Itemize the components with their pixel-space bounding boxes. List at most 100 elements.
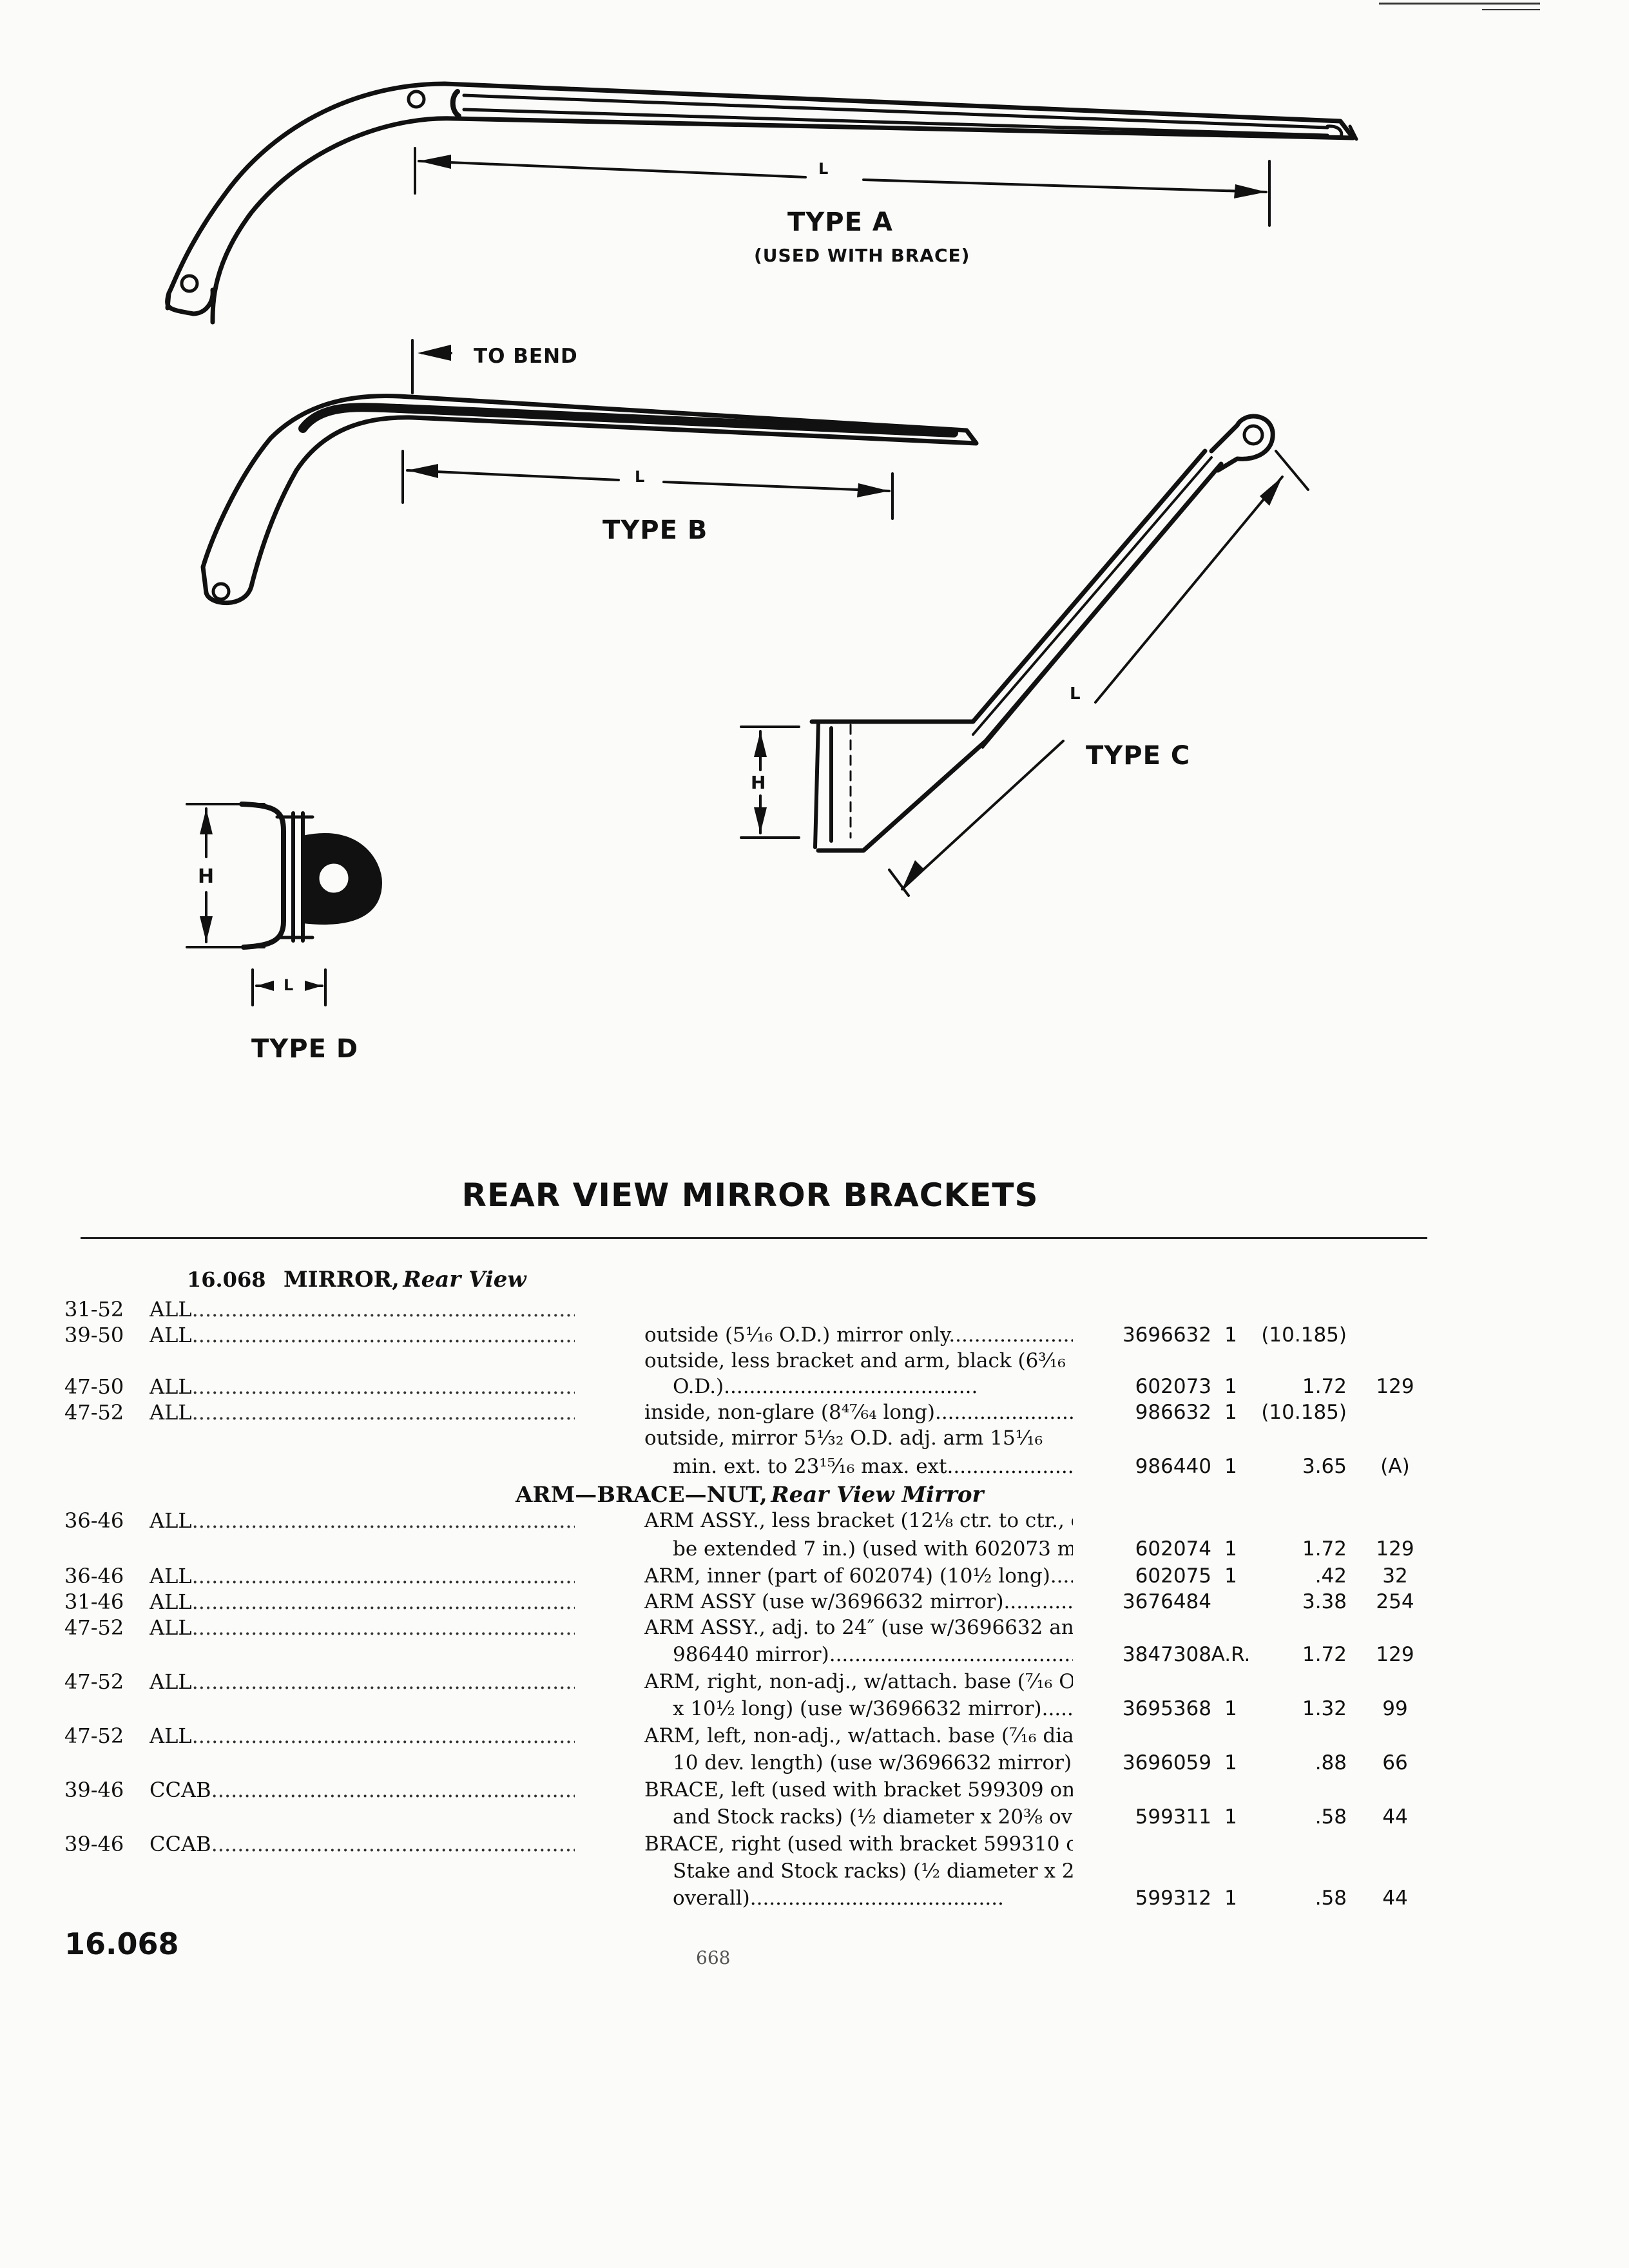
- leader-dots: ........................................…: [191, 1564, 575, 1588]
- row-price: 1.72: [1302, 1643, 1347, 1666]
- row-model: ALL.....................................…: [149, 1723, 575, 1749]
- leader-dots: ........................................…: [191, 1590, 575, 1614]
- row-description-text: BRACE, right (used with bracket 599310 o…: [644, 1832, 1073, 1856]
- row-reference: 32: [1382, 1564, 1408, 1588]
- row-model: ALL.....................................…: [149, 1563, 575, 1589]
- row-year: 47-50: [64, 1374, 124, 1399]
- group-subtitle: Rear View: [403, 1267, 526, 1293]
- row-price: (10.185): [1261, 1401, 1347, 1424]
- type-c-label: TYPE C: [1086, 741, 1191, 771]
- row-part-number: 3696632: [1122, 1323, 1211, 1347]
- row-description-text: 10 dev. length) (use w/3696632 mirror): [673, 1751, 1072, 1774]
- row-model: ALL.....................................…: [149, 1296, 575, 1322]
- row-reference: 99: [1382, 1697, 1408, 1720]
- group-heading-mirror: 16.068 MIRROR, Rear View: [187, 1267, 526, 1293]
- row-description-text: inside, non-glare (8⁴⁷⁄₆₄ long): [644, 1401, 935, 1424]
- leader-dots: ........................................…: [191, 1400, 575, 1425]
- corner-rule: [1379, 3, 1540, 5]
- row-description: ARM ASSY., adj. to 24″ (use w/3696632 an…: [644, 1615, 1073, 1640]
- type-c-bracket: [740, 414, 1309, 897]
- row-year: 39-46: [64, 1832, 124, 1856]
- row-description: ARM ASSY (use w/3696632 mirror).........…: [644, 1589, 1073, 1615]
- row-model-text: ALL: [149, 1400, 192, 1425]
- row-description-text: outside, less bracket and arm, black (6³…: [644, 1349, 1066, 1372]
- row-year: 31-46: [64, 1590, 124, 1614]
- row-year: 36-46: [64, 1508, 124, 1533]
- row-description: x 10½ long) (use w/3696632 mirror)......…: [644, 1696, 1073, 1722]
- group-number: 16.068: [187, 1267, 266, 1292]
- row-model-text: ALL: [149, 1590, 192, 1614]
- row-reference: 129: [1376, 1643, 1414, 1666]
- row-year: 47-52: [64, 1669, 124, 1694]
- row-year: 39-46: [64, 1778, 124, 1802]
- row-price: 1.32: [1302, 1697, 1347, 1720]
- title-rule: [81, 1237, 1427, 1239]
- row-description-text: O.D.): [673, 1375, 724, 1398]
- row-description: BRACE, left (used with bracket 599309 on…: [644, 1777, 1073, 1803]
- leader-dots: ........................................…: [191, 1374, 575, 1399]
- row-part-number: 602074: [1135, 1537, 1211, 1561]
- row-quantity: 1: [1224, 1887, 1237, 1910]
- leader-dots: ........................................: [724, 1375, 978, 1398]
- row-quantity: 1: [1224, 1375, 1237, 1398]
- row-model-text: ALL: [149, 1297, 192, 1321]
- row-description-text: ARM ASSY (use w/3696632 mirror): [644, 1590, 1004, 1613]
- row-model-text: ALL: [149, 1724, 192, 1748]
- row-model: ALL.....................................…: [149, 1589, 575, 1615]
- leader-dots: ........................................…: [191, 1297, 575, 1321]
- group-name: ARM—BRACE—NUT,: [516, 1482, 767, 1508]
- leader-dots: ........................................: [1050, 1564, 1073, 1588]
- type-a-note: (USED WITH BRACE): [754, 245, 970, 266]
- row-description: 986440 mirror)..........................…: [644, 1642, 1073, 1667]
- row-part-number: 599311: [1135, 1805, 1211, 1829]
- leader-dots: ........................................…: [191, 1669, 575, 1694]
- row-model: ALL.....................................…: [149, 1374, 575, 1399]
- type-d-label: TYPE D: [251, 1034, 359, 1064]
- row-model: ALL.....................................…: [149, 1322, 575, 1348]
- leader-dots: ........................................…: [191, 1615, 575, 1640]
- row-year: 36-46: [64, 1564, 124, 1588]
- row-reference: (A): [1380, 1455, 1410, 1478]
- row-description-text: Stake and Stock racks) (½ diameter x 20⅜: [673, 1860, 1073, 1883]
- row-model: ALL.....................................…: [149, 1669, 575, 1695]
- row-part-number: 599312: [1135, 1887, 1211, 1910]
- row-description-text: ARM, inner (part of 602074) (10½ long): [644, 1564, 1050, 1588]
- row-part-number: 602075: [1135, 1564, 1211, 1588]
- page-title: REAR VIEW MIRROR BRACKETS: [461, 1177, 1039, 1214]
- type-d-dim-h: H: [198, 865, 215, 888]
- row-part-number: 986440: [1135, 1455, 1211, 1478]
- row-description: inside, non-glare (8⁴⁷⁄₆₄ long).........…: [644, 1399, 1073, 1425]
- row-part-number: 602073: [1135, 1375, 1211, 1398]
- leader-dots: ........................................…: [191, 1724, 575, 1748]
- row-price: 3.65: [1302, 1455, 1347, 1478]
- leader-dots: ........................................: [749, 1887, 1004, 1910]
- row-description: outside, mirror 5¹⁄₃₂ O.D. adj. arm 15¹⁄…: [644, 1425, 1073, 1451]
- row-description: ARM, right, non-adj., w/attach. base (⁷⁄…: [644, 1669, 1073, 1695]
- row-description: outside, less bracket and arm, black (6³…: [644, 1348, 1073, 1374]
- row-model: ALL.....................................…: [149, 1615, 575, 1640]
- row-description-text: BRACE, left (used with bracket 599309 on…: [644, 1778, 1073, 1802]
- leader-dots: ........................................: [1072, 1751, 1073, 1774]
- row-description-text: be extended 7 in.) (used with 602073 mir…: [673, 1537, 1073, 1561]
- row-price: .58: [1315, 1805, 1347, 1829]
- row-description: min. ext. to 23¹⁵⁄₁₆ max. ext...........…: [644, 1454, 1073, 1479]
- row-reference: 44: [1382, 1887, 1408, 1910]
- row-description-text: 986440 mirror): [673, 1643, 829, 1666]
- row-part-number: 3696059: [1122, 1751, 1211, 1774]
- row-price: 3.38: [1302, 1590, 1347, 1613]
- row-year: 47-52: [64, 1400, 124, 1425]
- row-description: overall)................................…: [644, 1885, 1073, 1911]
- row-year: 31-52: [64, 1297, 124, 1321]
- row-model-text: CCAB: [149, 1832, 211, 1856]
- leader-dots: ........................................…: [211, 1832, 575, 1856]
- type-c-dim-h: H: [751, 772, 767, 793]
- row-reference: 129: [1376, 1375, 1414, 1398]
- row-description: Stake and Stock racks) (½ diameter x 20⅜: [644, 1858, 1073, 1884]
- row-model: ALL.....................................…: [149, 1508, 575, 1533]
- group-subtitle: Rear View Mirror: [771, 1482, 984, 1508]
- row-quantity: 1: [1224, 1805, 1237, 1829]
- row-model-text: CCAB: [149, 1778, 211, 1802]
- type-a-bracket: [165, 81, 1358, 325]
- row-description-text: ARM ASSY., adj. to 24″ (use w/3696632 an…: [644, 1616, 1073, 1639]
